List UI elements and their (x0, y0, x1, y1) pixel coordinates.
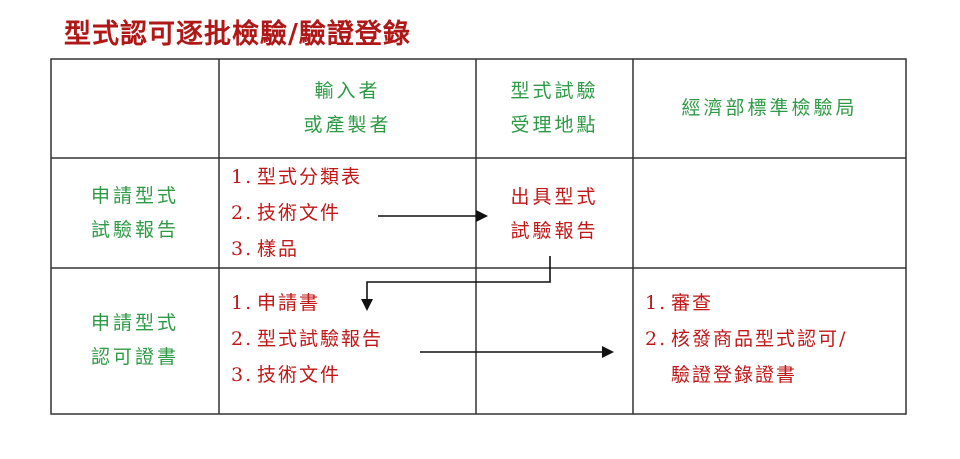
list-item-number: 3. (231, 238, 254, 260)
list-item: 2.核發商品型式認可/ (645, 321, 847, 357)
list-item-number: 2. (231, 328, 254, 350)
header-applicant-line-1: 輸入者 (314, 80, 381, 102)
row1-lab-output-line-1: 出具型式 (510, 186, 599, 208)
list-item-text: 型式分類表 (257, 166, 363, 188)
page-title: 型式認可逐批檢驗/驗證登錄 (64, 19, 411, 50)
arrow-lab-to-applicant-head (361, 299, 373, 311)
header-bureau: 經濟部標準檢驗局 (681, 97, 858, 119)
list-item: 3.樣品 (231, 231, 362, 267)
list-item-number: 1. (231, 166, 254, 188)
list-item-text: 技術文件 (257, 364, 342, 386)
row2-label: 申請型式 認可證書 (51, 306, 219, 374)
row1-label-line-1: 申請型式 (90, 185, 179, 207)
list-item-text: 型式試驗報告 (257, 328, 384, 350)
header-test-lab: 型式試驗 受理地點 (476, 74, 633, 142)
list-item-text: 技術文件 (257, 202, 342, 224)
list-item-text: 核發商品型式認可/ (671, 328, 848, 350)
arrow-inputs-to-lab-head (476, 210, 488, 222)
list-item-text: 審查 (671, 292, 714, 314)
list-item-number: 2. (231, 202, 254, 224)
table-border (50, 58, 907, 415)
list-item: 2.型式試驗報告 (231, 321, 383, 357)
list-item: 2.技術文件 (231, 195, 362, 231)
list-item-text: 樣品 (257, 238, 300, 260)
row1-label-line-2: 試驗報告 (90, 219, 179, 241)
header-applicant: 輸入者 或產製者 (219, 74, 476, 142)
list-item: 1.申請書 (231, 285, 383, 321)
row2-bureau-actions: 1.審查 2.核發商品型式認可/ 驗證登錄證書 (645, 285, 847, 393)
list-item-text: 申請書 (257, 292, 321, 314)
arrow-lab-to-applicant (366, 256, 551, 302)
row1-input-list: 1.型式分類表 2.技術文件 3.樣品 (231, 159, 362, 267)
list-item-number: 3. (231, 364, 254, 386)
arrow-applicant-to-bureau-head (602, 346, 614, 358)
row1-lab-output: 出具型式 試驗報告 (476, 180, 633, 248)
list-item: 1.型式分類表 (231, 159, 362, 195)
header-test-lab-line-1: 型式試驗 (510, 80, 599, 102)
row1-lab-output-line-2: 試驗報告 (510, 220, 599, 242)
row1-label: 申請型式 試驗報告 (51, 179, 219, 247)
row2-label-line-2: 認可證書 (90, 346, 179, 368)
list-item: 1.審查 (645, 285, 847, 321)
list-item: 3.技術文件 (231, 357, 383, 393)
list-item-number: 1. (645, 292, 668, 314)
list-item-number: 2. (645, 328, 668, 350)
list-item: 驗證登錄證書 (645, 357, 847, 393)
row2-label-line-1: 申請型式 (90, 312, 179, 334)
list-item-number: 1. (231, 292, 254, 314)
header-test-lab-line-2: 受理地點 (510, 114, 599, 136)
row2-input-list: 1.申請書 2.型式試驗報告 3.技術文件 (231, 285, 383, 393)
list-item-text: 驗證登錄證書 (671, 364, 798, 386)
header-applicant-line-2: 或產製者 (303, 114, 392, 136)
